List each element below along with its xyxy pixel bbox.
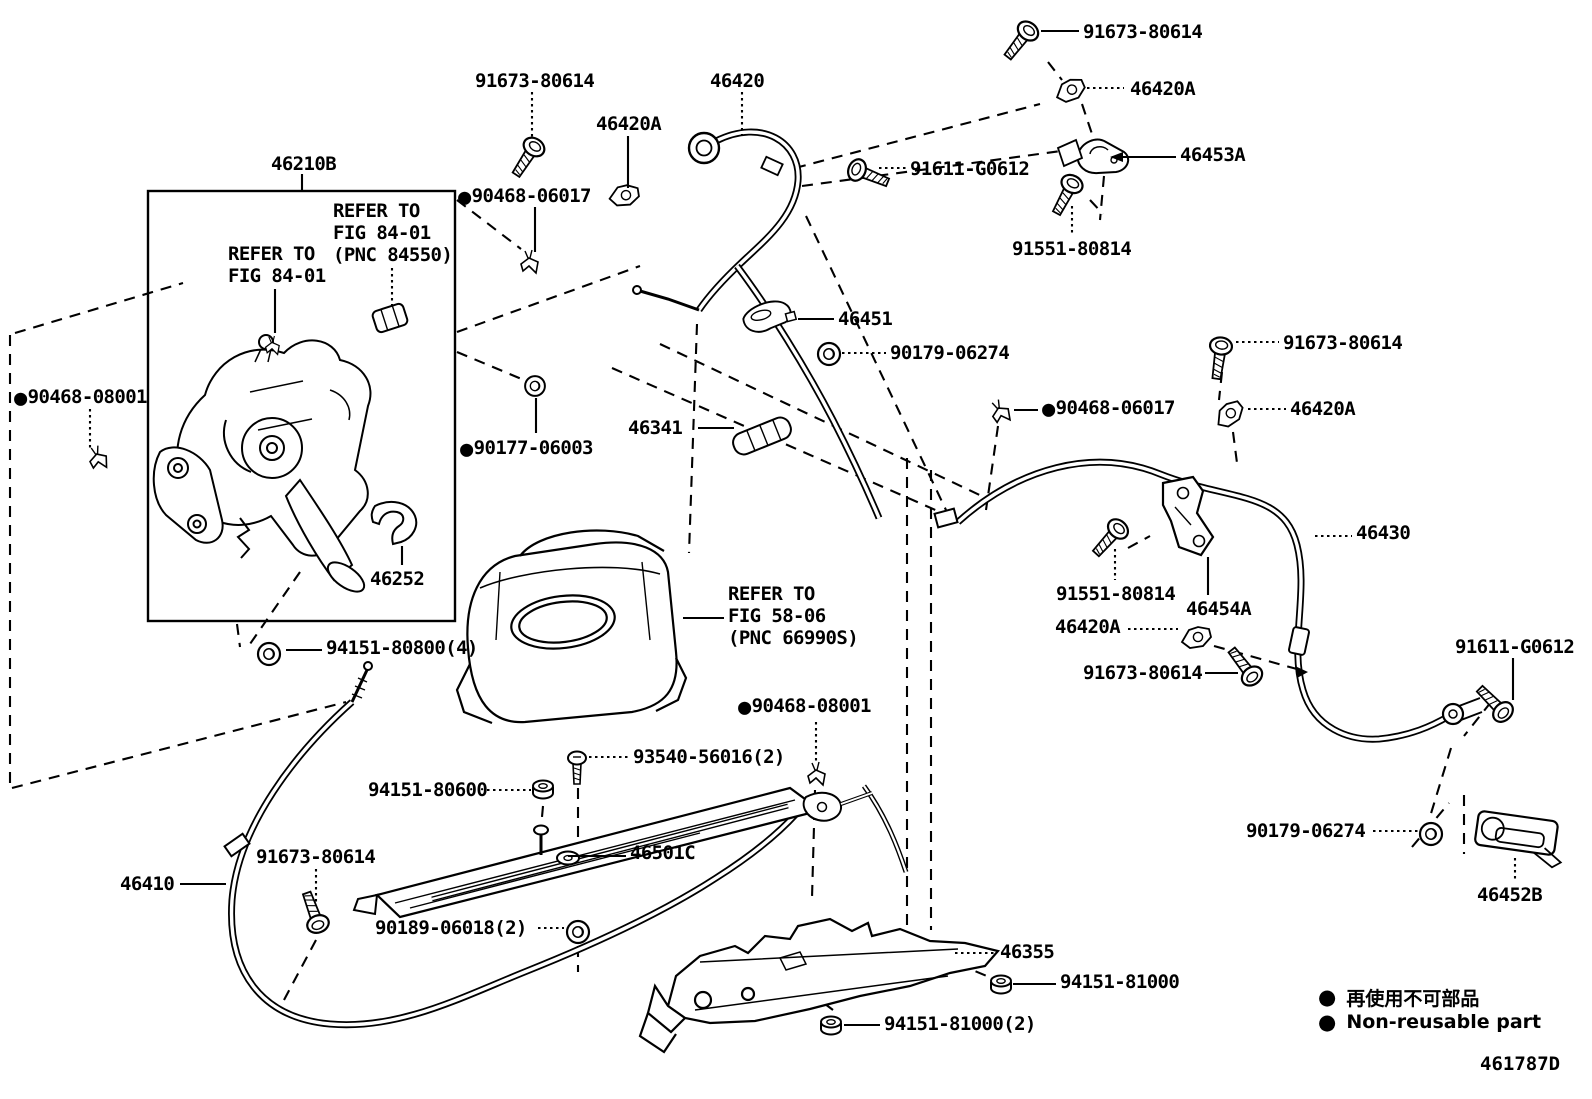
- part-number-label[interactable]: 46420A: [596, 113, 662, 135]
- part-number-label[interactable]: 46430: [1356, 522, 1411, 544]
- part-number-label[interactable]: 91551-80814: [1056, 583, 1176, 605]
- part-number-label[interactable]: 46420A: [1290, 398, 1356, 420]
- drawing-code: 461787D: [1480, 1053, 1561, 1075]
- part-number-label[interactable]: 46453A: [1180, 144, 1246, 166]
- part-number-label[interactable]: ●90468-08001: [14, 386, 147, 411]
- part-number-label[interactable]: 91611-G0612: [1455, 636, 1575, 658]
- damper-46341: [732, 416, 792, 456]
- part-number-label[interactable]: 91673-80614: [256, 846, 376, 868]
- pedal-assembly: [152, 334, 372, 593]
- leader-arrowheads: [1110, 152, 1308, 678]
- cable-clip-46451: [742, 300, 798, 333]
- part-number-label[interactable]: 46501C: [630, 842, 696, 864]
- legend-row-english: ● Non-reusable part: [1318, 1011, 1541, 1033]
- part-number-label[interactable]: 94151-80800(4): [326, 637, 478, 659]
- part-number-label[interactable]: 46420: [710, 70, 765, 92]
- part-number-label[interactable]: ●90468-06017: [458, 185, 591, 210]
- bracket-46454a: [1161, 475, 1215, 557]
- adjuster-46501c: [352, 786, 873, 919]
- part-number-label[interactable]: 90189-06018(2): [375, 917, 527, 939]
- rear-cable-46430: [933, 458, 1483, 743]
- bracket-46355: [638, 917, 1001, 1054]
- part-number-label[interactable]: 46252: [370, 568, 425, 590]
- non-reusable-dot-icon: ●: [1318, 1009, 1337, 1034]
- part-number-label[interactable]: 46341: [628, 417, 683, 439]
- part-number-label[interactable]: 94151-81000: [1060, 971, 1180, 993]
- bracket-46453a: [1056, 138, 1130, 175]
- part-number-label[interactable]: ●90468-08001: [738, 695, 871, 720]
- leader-lines-dotted: [88, 86, 1517, 955]
- reference-note: REFER TO FIG 84-01 (PNC 84550): [333, 200, 453, 266]
- cover-66990s: [455, 529, 688, 725]
- part-number-label[interactable]: 46355: [1000, 941, 1055, 963]
- part-number-label[interactable]: 94151-81000(2): [884, 1013, 1036, 1035]
- part-number-label[interactable]: 90179-06274: [890, 342, 1010, 364]
- non-reusable-dot-icon: ●: [14, 386, 27, 411]
- part-number-label[interactable]: 94151-80600: [368, 779, 488, 801]
- part-number-label[interactable]: 91673-80614: [1083, 21, 1203, 43]
- non-reusable-dot-icon: ●: [460, 437, 473, 462]
- non-reusable-dot-icon: ●: [738, 695, 751, 720]
- reference-note: REFER TO FIG 58-06 (PNC 66990S): [728, 583, 859, 649]
- part-number-label[interactable]: 91673-80614: [1283, 332, 1403, 354]
- part-number-label[interactable]: ●90177-06003: [460, 437, 593, 462]
- part-number-label[interactable]: 46420A: [1055, 616, 1121, 638]
- non-reusable-dot-icon: ●: [458, 185, 471, 210]
- part-number-label[interactable]: 46452B: [1477, 884, 1543, 906]
- non-reusable-dot-icon: ●: [1042, 397, 1055, 422]
- clamp-46252: [370, 500, 418, 546]
- part-number-label[interactable]: 93540-56016(2): [633, 746, 785, 768]
- part-number-label[interactable]: 91551-80814: [1012, 238, 1132, 260]
- switch-pnc84550: [371, 302, 409, 334]
- legend-row-japanese: ● 再使用不可部品: [1318, 984, 1479, 1011]
- part-number-label[interactable]: 46410: [120, 873, 175, 895]
- part-number-label[interactable]: 91611-G0612: [910, 158, 1030, 180]
- leader-lines-solid: [180, 29, 1515, 1027]
- part-number-label[interactable]: 91673-80614: [1083, 662, 1203, 684]
- legend-text-english: Non-reusable part: [1346, 1011, 1542, 1033]
- reference-note: REFER TO FIG 84-01: [228, 243, 326, 287]
- part-number-label[interactable]: 46454A: [1186, 598, 1252, 620]
- part-number-label[interactable]: 46451: [838, 308, 893, 330]
- part-number-label[interactable]: 46420A: [1130, 78, 1196, 100]
- part-number-label[interactable]: 91673-80614: [475, 70, 595, 92]
- part-number-label[interactable]: 90179-06274: [1246, 820, 1366, 842]
- part-number-label[interactable]: ●90468-06017: [1042, 397, 1175, 422]
- bracket-46452b: [1474, 810, 1563, 869]
- rear-cable-46410: [223, 661, 799, 1029]
- part-number-label[interactable]: 46210B: [271, 153, 337, 175]
- non-reusable-dot-icon: ●: [1318, 985, 1337, 1009]
- legend-text-japanese: 再使用不可部品: [1346, 988, 1480, 1010]
